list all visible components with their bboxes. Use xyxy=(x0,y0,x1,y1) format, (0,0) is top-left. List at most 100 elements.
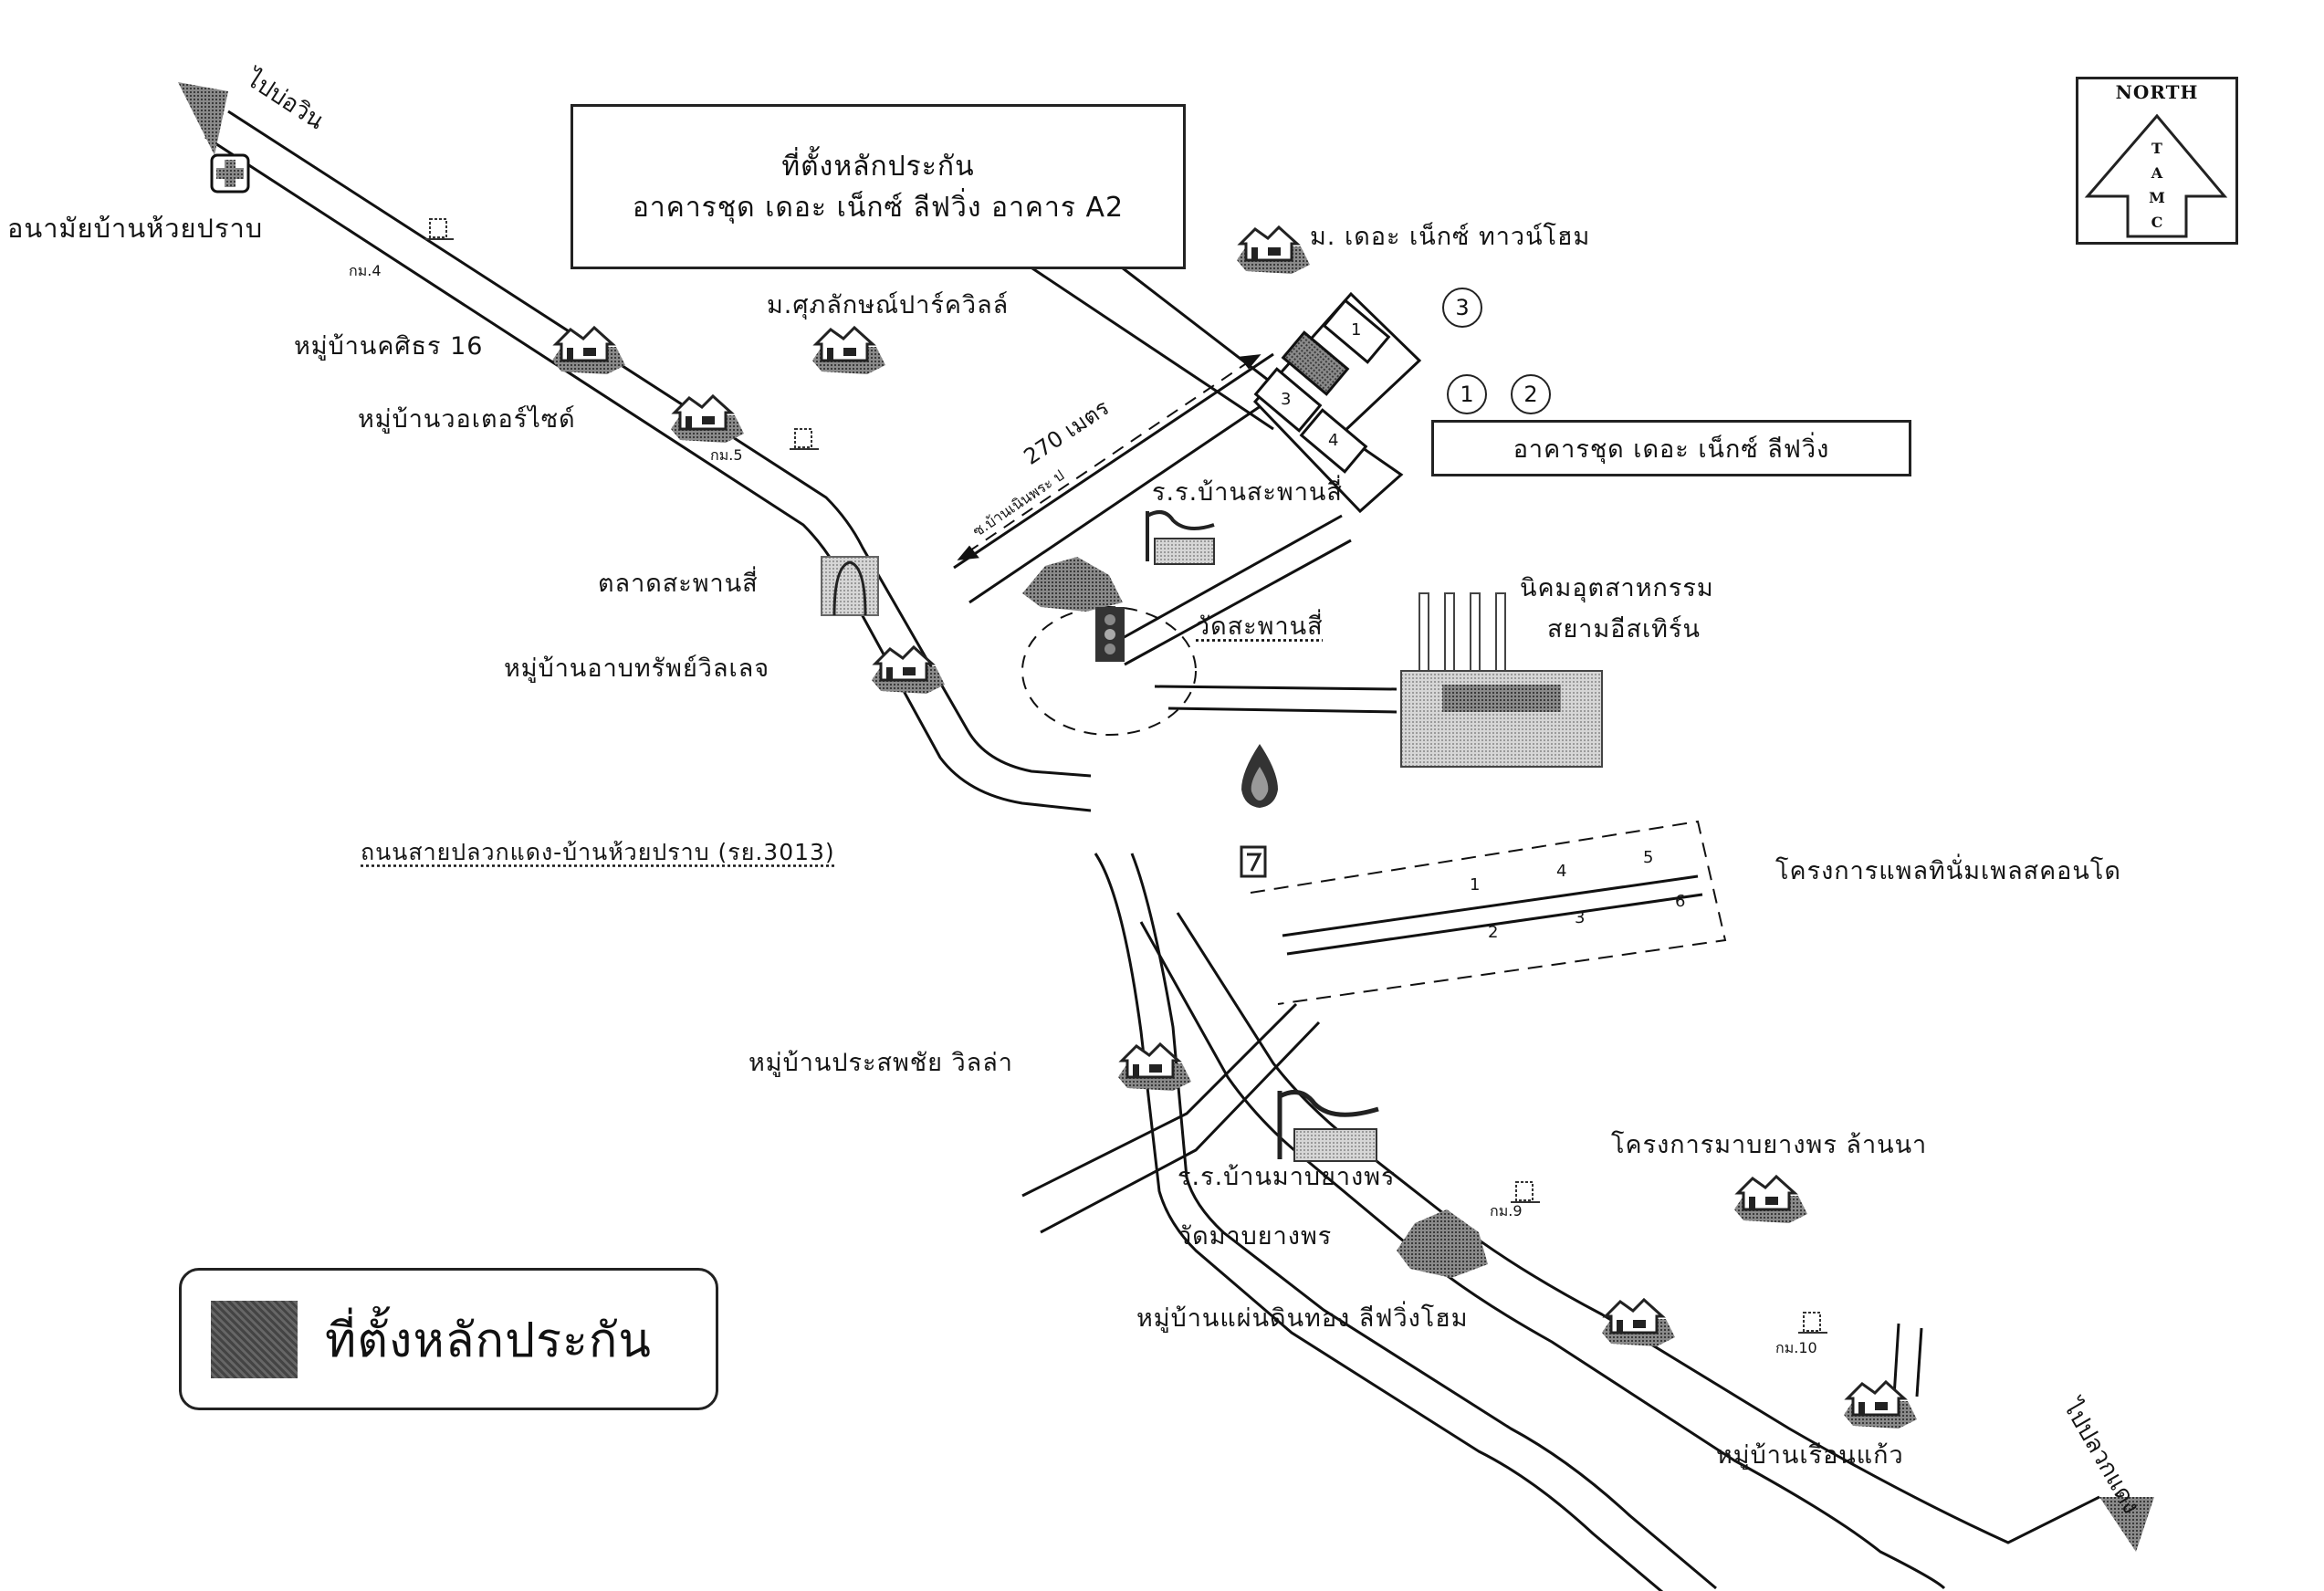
label-health-center: อนามัยบ้านห้วยปราบ xyxy=(7,213,264,244)
road-to-school-south xyxy=(1124,539,1352,666)
house-icon-map-yang-phon-lanna xyxy=(1734,1174,1807,1223)
km-post-body xyxy=(1515,1181,1534,1201)
school-flag-2 xyxy=(1277,1090,1379,1159)
label-market: ตลาดสะพานสี่ xyxy=(598,570,759,598)
factory-chimney-4 xyxy=(1495,592,1506,672)
building-4 xyxy=(1299,408,1368,474)
legend-swatch xyxy=(211,1300,298,1378)
main-road-edge-west xyxy=(204,135,1664,1591)
house-icon-waterside xyxy=(671,393,744,443)
factory-icon xyxy=(1400,592,1603,768)
label-school-map-yang-phon: ร.ร.บ้านมาบยางพร xyxy=(1178,1163,1396,1191)
house-icon-prasopchai xyxy=(1118,1041,1191,1091)
km-post-body xyxy=(794,428,812,448)
south-road-edge-west xyxy=(1139,921,1946,1590)
factory-chimney-1 xyxy=(1418,592,1429,672)
house-icon-ruean-kaew xyxy=(1844,1379,1917,1429)
temple-icon xyxy=(1022,557,1123,612)
leader-line-title-box-1 xyxy=(1026,263,1274,431)
label-wat-map-yang-phon: วัดมาบยางพร xyxy=(1178,1222,1333,1251)
platinum-lot-bottom-2: 3 xyxy=(1575,908,1586,927)
platinum-lot-bottom-1: 2 xyxy=(1488,923,1500,942)
first-aid-cross-icon xyxy=(210,153,250,194)
house-door xyxy=(1251,247,1258,260)
site-building-number-1: 1 xyxy=(1351,320,1363,340)
house-icon-next-townhome xyxy=(1237,225,1310,274)
title-line-2: อาคารชุด เดอะ เน็กซ์ ลีฟวิ่ง อาคาร A2 xyxy=(632,191,1125,224)
km-post-icon-4 xyxy=(424,218,454,240)
school-icon-2 xyxy=(1277,1090,1379,1162)
house-door xyxy=(1133,1064,1139,1077)
label-prasopchai: หมู่บ้านประสพชัย วิลล่า xyxy=(748,1049,1013,1077)
label-ruean-kaew: หมู่บ้านเรือนแก้ว xyxy=(1716,1441,1904,1470)
ptt-flame-icon xyxy=(1241,744,1278,808)
condo-site-plan xyxy=(1252,291,1422,514)
north-arrow-outline xyxy=(2084,113,2228,238)
km-post-body xyxy=(429,218,447,238)
house-icon-khasiri16 xyxy=(552,325,625,374)
label-platinum-condo: โครงการแพลทินั่มเพลสคอนโด xyxy=(1775,857,2121,885)
building-3 xyxy=(1253,367,1323,433)
label-map-yang-phon-lanna: โครงการมาบยางพร ล้านนา xyxy=(1611,1131,1928,1159)
north-letter-1: T xyxy=(2151,140,2162,157)
main-road-edge-east xyxy=(227,110,1717,1590)
north-arrow-shape xyxy=(2084,113,2228,238)
km-post-icon-9 xyxy=(1511,1181,1540,1203)
platinum-boundary xyxy=(1250,820,1727,1005)
km-marker-4: กม.4 xyxy=(349,262,382,279)
house-window xyxy=(843,348,856,356)
house-window xyxy=(1268,247,1281,256)
house-door xyxy=(886,667,893,680)
house-window xyxy=(1149,1064,1162,1073)
label-arbsap-village: หมู่บ้านอาบทรัพย์วิลเลจ xyxy=(504,654,770,683)
side-road-edge-north xyxy=(953,352,1274,570)
km-marker-10: กม.10 xyxy=(1775,1339,1817,1356)
building-1 xyxy=(1322,298,1391,364)
north-arrow-letters: T A M C xyxy=(2078,136,2235,235)
temple-icon-2 xyxy=(1397,1209,1488,1278)
label-industrial-line1: นิคมอุตสาหกรรม xyxy=(1520,574,1714,602)
market-frame xyxy=(821,556,879,616)
site-building-number-3: 3 xyxy=(1281,390,1293,409)
condo-name-label: อาคารชุด เดอะ เน็กซ์ ลีฟวิ่ง xyxy=(1513,434,1830,464)
store-box xyxy=(1240,845,1267,878)
house-icons xyxy=(552,225,1917,1429)
platinum-lot-top-3: 5 xyxy=(1643,848,1655,867)
factory-chimney-2 xyxy=(1444,592,1455,672)
market-arch xyxy=(832,560,867,616)
school-building-2 xyxy=(1293,1128,1377,1162)
traffic-light-lamp-2 xyxy=(1104,629,1115,640)
house-icon-saen-din-thong xyxy=(1602,1297,1675,1346)
label-waterside: หมู่บ้านวอเตอร์ไซด์ xyxy=(358,405,576,434)
school-building xyxy=(1154,538,1215,565)
platinum-road-south xyxy=(1286,893,1703,956)
house-door xyxy=(1749,1197,1755,1209)
sw-road-edge-1 xyxy=(1021,1002,1298,1198)
house-door xyxy=(567,348,573,361)
house-window xyxy=(1875,1402,1888,1410)
north-arrow: NORTH T A M C xyxy=(2076,77,2238,245)
house-window xyxy=(1765,1197,1778,1205)
km-post-icon-5 xyxy=(790,428,819,450)
factory-roof-band xyxy=(1442,685,1561,712)
site-circle-number-3: 3 xyxy=(1442,288,1482,328)
platinum-condo-site xyxy=(1250,820,1727,1005)
sw-road-edge-2 xyxy=(1040,1021,1321,1234)
km-marker-5: กม.5 xyxy=(710,446,743,464)
label-next-townhome: ม. เดอะ เน็กซ์ ทาวน์โฮม xyxy=(1310,223,1591,251)
km-marker-9: กม.9 xyxy=(1490,1202,1523,1219)
school-icon xyxy=(1146,510,1215,565)
traffic-light-lamp-3 xyxy=(1104,644,1115,654)
market-icon xyxy=(821,556,879,616)
store-icon xyxy=(1240,845,1267,878)
label-suphalak: ม.ศุภลักษณ์ปาร์ควิลล์ xyxy=(767,291,1010,319)
house-door xyxy=(686,416,692,429)
platinum-lot-top-1: 1 xyxy=(1470,875,1481,895)
leader-line-title-box-2 xyxy=(1117,263,1297,403)
road-to-ruean-kaew-1 xyxy=(1892,1323,1900,1397)
house-window xyxy=(903,667,916,675)
side-road-to-site xyxy=(953,263,1297,604)
house-window xyxy=(702,416,715,424)
temple-roof-2 xyxy=(1397,1209,1488,1278)
